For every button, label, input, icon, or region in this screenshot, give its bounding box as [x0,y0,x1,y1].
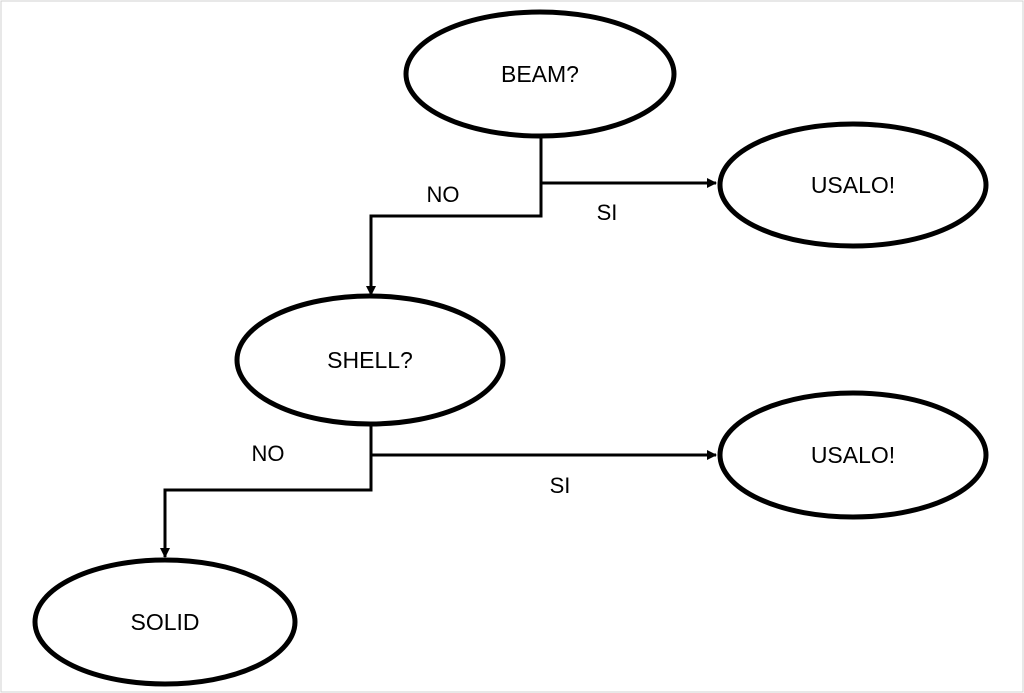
edge-beam-no-label: NO [427,182,460,207]
node-solid-shape [32,557,298,687]
node-usalo-2: USALO! [717,390,989,520]
edge-shell-yes [369,425,717,460]
node-beam-label: BEAM? [501,61,579,87]
node-beam: BEAM? [403,9,677,139]
node-solid: SOLID [32,557,298,687]
edge-shell-si-label: SI [550,473,571,498]
node-usalo-1-label: USALO! [811,172,895,198]
edge-shell-no [160,455,373,558]
node-beam-shape [403,9,677,139]
edge-beam-yes [539,137,717,188]
node-shell-shape [234,293,506,427]
edge-beam-si-label: SI [597,200,618,225]
node-usalo-2-shape [717,390,989,520]
node-usalo-2-label: USALO! [811,442,895,468]
node-usalo-1-shape [717,121,989,249]
edge-shell-no-label: NO [252,441,285,466]
node-shell-label: SHELL? [327,347,413,373]
node-usalo-1: USALO! [717,121,989,249]
edge-beam-no [366,183,543,296]
node-shell: SHELL? [234,293,506,427]
node-solid-label: SOLID [130,609,199,635]
